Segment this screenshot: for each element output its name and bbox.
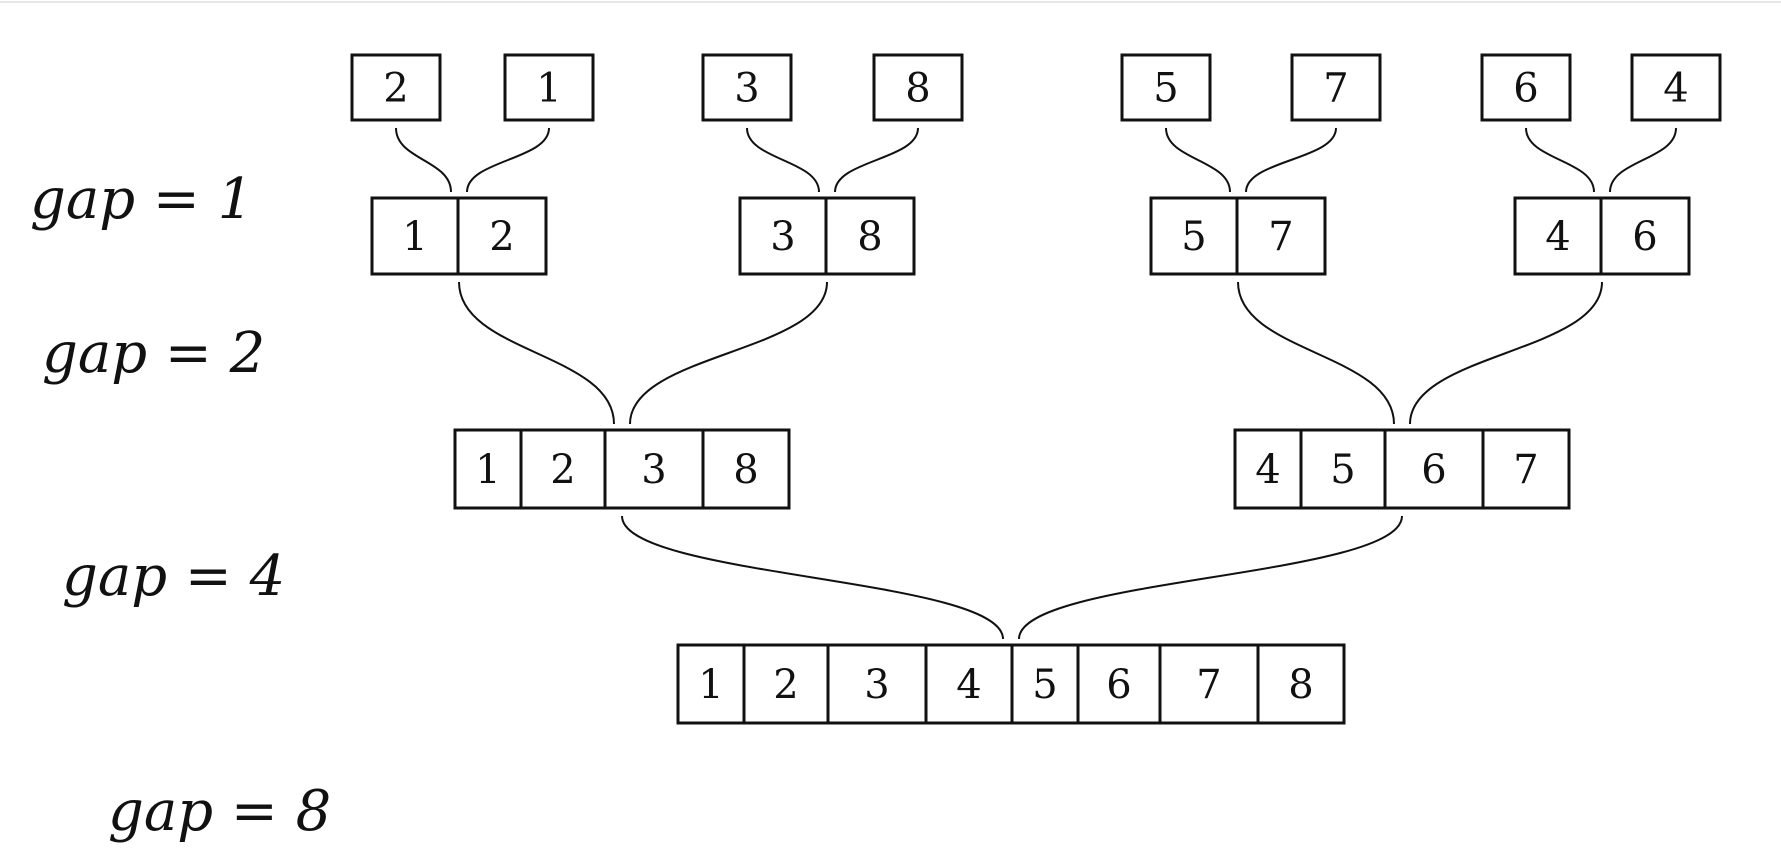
array-block-initial-4: 8 bbox=[872, 53, 964, 122]
merge-links bbox=[395, 127, 1677, 640]
array-cell bbox=[1481, 428, 1571, 510]
cell-value: 4 bbox=[1255, 447, 1280, 493]
merge-connector bbox=[395, 127, 452, 193]
cell-value: 3 bbox=[770, 214, 795, 260]
cell-value: 2 bbox=[550, 447, 575, 493]
array-cell bbox=[738, 196, 828, 276]
cell-value: 5 bbox=[1032, 662, 1057, 708]
array-cell bbox=[503, 53, 595, 122]
array-cell bbox=[1149, 196, 1239, 276]
array-cell bbox=[1630, 53, 1722, 122]
merge-connector bbox=[1237, 281, 1395, 425]
cell-value: 1 bbox=[475, 447, 500, 493]
merge-connector bbox=[746, 127, 820, 193]
array-block-initial-7: 6 bbox=[1480, 53, 1572, 122]
cell-value: 7 bbox=[1323, 66, 1348, 112]
merge-connector bbox=[621, 515, 1004, 640]
cell-value: 3 bbox=[641, 447, 666, 493]
array-cell bbox=[1599, 196, 1691, 276]
array-cell bbox=[519, 428, 607, 510]
array-cell bbox=[1290, 53, 1382, 122]
cell-value: 1 bbox=[402, 214, 427, 260]
cell-value: 5 bbox=[1153, 66, 1178, 112]
cell-value: 6 bbox=[1106, 662, 1131, 708]
cell-value: 7 bbox=[1268, 214, 1293, 260]
cell-value: 6 bbox=[1421, 447, 1446, 493]
array-cell bbox=[453, 428, 523, 510]
merge-connector bbox=[1409, 281, 1603, 425]
cell-value: 4 bbox=[956, 662, 981, 708]
merge-connector bbox=[1018, 515, 1403, 640]
gap-label-8: gap = 8 bbox=[108, 779, 331, 844]
cell-value: 4 bbox=[1545, 214, 1570, 260]
cell-value: 6 bbox=[1513, 66, 1538, 112]
array-cell bbox=[826, 643, 928, 725]
cell-value: 7 bbox=[1513, 447, 1538, 493]
array-block-initial-3: 3 bbox=[701, 53, 793, 122]
merge-connector bbox=[629, 281, 828, 425]
gap-label-1: gap = 1 bbox=[30, 167, 253, 232]
merge-connector bbox=[1245, 127, 1337, 193]
array-block-initial-6: 7 bbox=[1290, 53, 1382, 122]
cell-value: 8 bbox=[1288, 662, 1313, 708]
cell-value: 3 bbox=[734, 66, 759, 112]
array-cell bbox=[701, 428, 791, 510]
array-cell bbox=[1256, 643, 1346, 725]
array-block-initial-2: 1 bbox=[503, 53, 595, 122]
merge-connector bbox=[834, 127, 919, 193]
cell-value: 3 bbox=[864, 662, 889, 708]
array-block-gap-2-1: 1 2 3 8 bbox=[453, 428, 791, 510]
array-cell bbox=[824, 196, 916, 276]
array-cell bbox=[370, 196, 460, 276]
cell-value: 7 bbox=[1196, 662, 1221, 708]
cell-value: 6 bbox=[1632, 214, 1657, 260]
cell-value: 8 bbox=[857, 214, 882, 260]
array-cell bbox=[701, 53, 793, 122]
merge-connector bbox=[1165, 127, 1231, 193]
array-block-gap-2-2: 4 5 6 7 bbox=[1233, 428, 1571, 510]
array-cell bbox=[603, 428, 705, 510]
array-cell bbox=[1383, 428, 1485, 510]
array-cell bbox=[1513, 196, 1603, 276]
cell-value: 2 bbox=[383, 66, 408, 112]
merge-connector bbox=[1609, 127, 1677, 193]
cell-value: 8 bbox=[905, 66, 930, 112]
gap-label-4: gap = 4 bbox=[62, 544, 285, 609]
cell-value: 2 bbox=[489, 214, 514, 260]
gap-label-2: gap = 2 bbox=[42, 321, 265, 386]
array-cell bbox=[1235, 196, 1327, 276]
cell-value: 8 bbox=[733, 447, 758, 493]
array-cell bbox=[1010, 643, 1080, 725]
cell-value: 5 bbox=[1330, 447, 1355, 493]
cell-value: 1 bbox=[536, 66, 561, 112]
gap-labels: gap = 1 gap = 2 gap = 4 gap = 8 bbox=[30, 167, 331, 844]
merge-connector bbox=[458, 281, 615, 425]
array-cell bbox=[872, 53, 964, 122]
array-cell bbox=[742, 643, 830, 725]
array-cell bbox=[924, 643, 1014, 725]
array-block-initial-5: 5 bbox=[1120, 53, 1212, 122]
cell-value: 2 bbox=[773, 662, 798, 708]
array-cell bbox=[350, 53, 442, 122]
array-cell bbox=[1233, 428, 1303, 510]
cell-value: 1 bbox=[698, 662, 723, 708]
cell-value: 4 bbox=[1663, 66, 1688, 112]
array-block-gap-4-1: 1 2 3 4 5 6 7 8 bbox=[676, 643, 1346, 725]
array-block-initial-1: 2 bbox=[350, 53, 442, 122]
array-cell bbox=[456, 196, 548, 276]
array-cell bbox=[1480, 53, 1572, 122]
merge-connector bbox=[466, 127, 550, 193]
array-block-initial-8: 4 bbox=[1630, 53, 1722, 122]
array-cell bbox=[1120, 53, 1212, 122]
merge-connector bbox=[1525, 127, 1595, 193]
array-cell bbox=[1076, 643, 1162, 725]
cell-value: 5 bbox=[1181, 214, 1206, 260]
